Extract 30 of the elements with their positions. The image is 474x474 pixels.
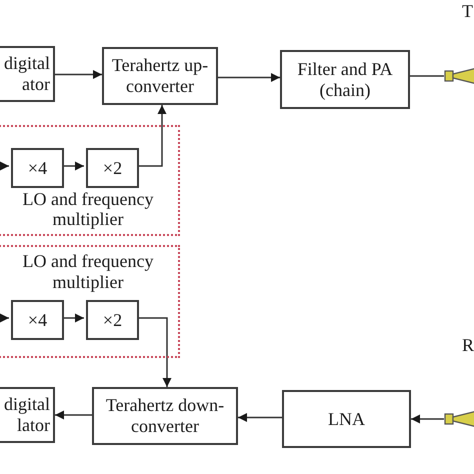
arrow xyxy=(238,413,282,422)
arrow xyxy=(62,162,84,170)
connector-line xyxy=(410,75,444,77)
block-box: ×2 xyxy=(86,300,139,340)
arrow xyxy=(55,70,102,79)
block-box: ×2 xyxy=(86,148,139,188)
block-box: digital lator xyxy=(0,387,55,443)
block-box: ×4 xyxy=(11,148,64,188)
dotted-group-frame xyxy=(0,125,180,236)
horn-antenna-icon xyxy=(444,67,474,85)
block-box: Filter and PA (chain) xyxy=(280,50,410,109)
arrow xyxy=(0,162,9,170)
arrow xyxy=(411,414,444,424)
arrow xyxy=(137,105,166,167)
group-title: LO and frequency multiplier xyxy=(22,188,154,230)
horn-antenna-icon xyxy=(444,410,474,428)
antenna-label: T xyxy=(462,2,473,20)
group-title: LO and frequency multiplier xyxy=(22,251,154,292)
arrow xyxy=(0,314,9,322)
block-box: digital ator xyxy=(0,46,55,102)
dotted-group-frame xyxy=(0,245,180,358)
block-box: LNA xyxy=(282,390,411,448)
arrow xyxy=(62,314,84,322)
arrow xyxy=(137,317,172,387)
antenna-label: R xyxy=(462,336,474,354)
arrow xyxy=(218,73,280,82)
block-box: ×4 xyxy=(11,300,64,340)
block-box: Terahertz up-converter xyxy=(102,47,218,105)
arrow xyxy=(55,410,92,420)
block-box: Terahertz down-converter xyxy=(92,387,238,445)
